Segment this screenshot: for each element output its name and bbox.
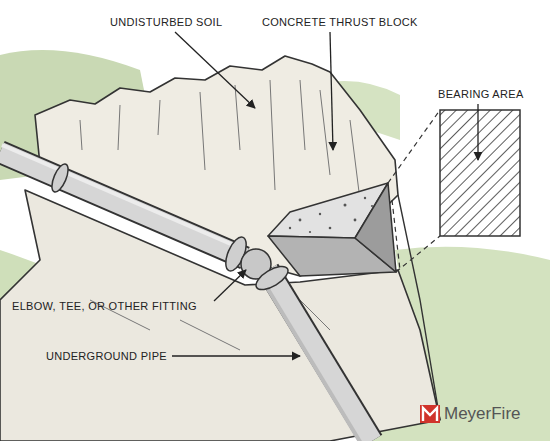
part-label: UNDISTURBED SOIL (110, 16, 222, 29)
leader-lines (172, 32, 478, 356)
thrust-block-face (355, 183, 396, 272)
bearing-area (440, 110, 520, 236)
underground-pipe (0, 145, 372, 441)
logo-mark (420, 405, 440, 423)
part-label: ELBOW, TEE, OR OTHER FITTING (12, 300, 197, 313)
logo-wordmark: MeyerFire (444, 404, 521, 424)
projection-lines (388, 110, 440, 272)
concrete-dots (289, 197, 373, 233)
trench-edge (398, 195, 440, 420)
pipe-fitting (222, 234, 292, 294)
part-label: BEARING AREA (438, 88, 524, 101)
part-label: CONCRETE THRUST BLOCK (262, 16, 418, 29)
part-label: UNDERGROUND PIPE (46, 350, 167, 363)
